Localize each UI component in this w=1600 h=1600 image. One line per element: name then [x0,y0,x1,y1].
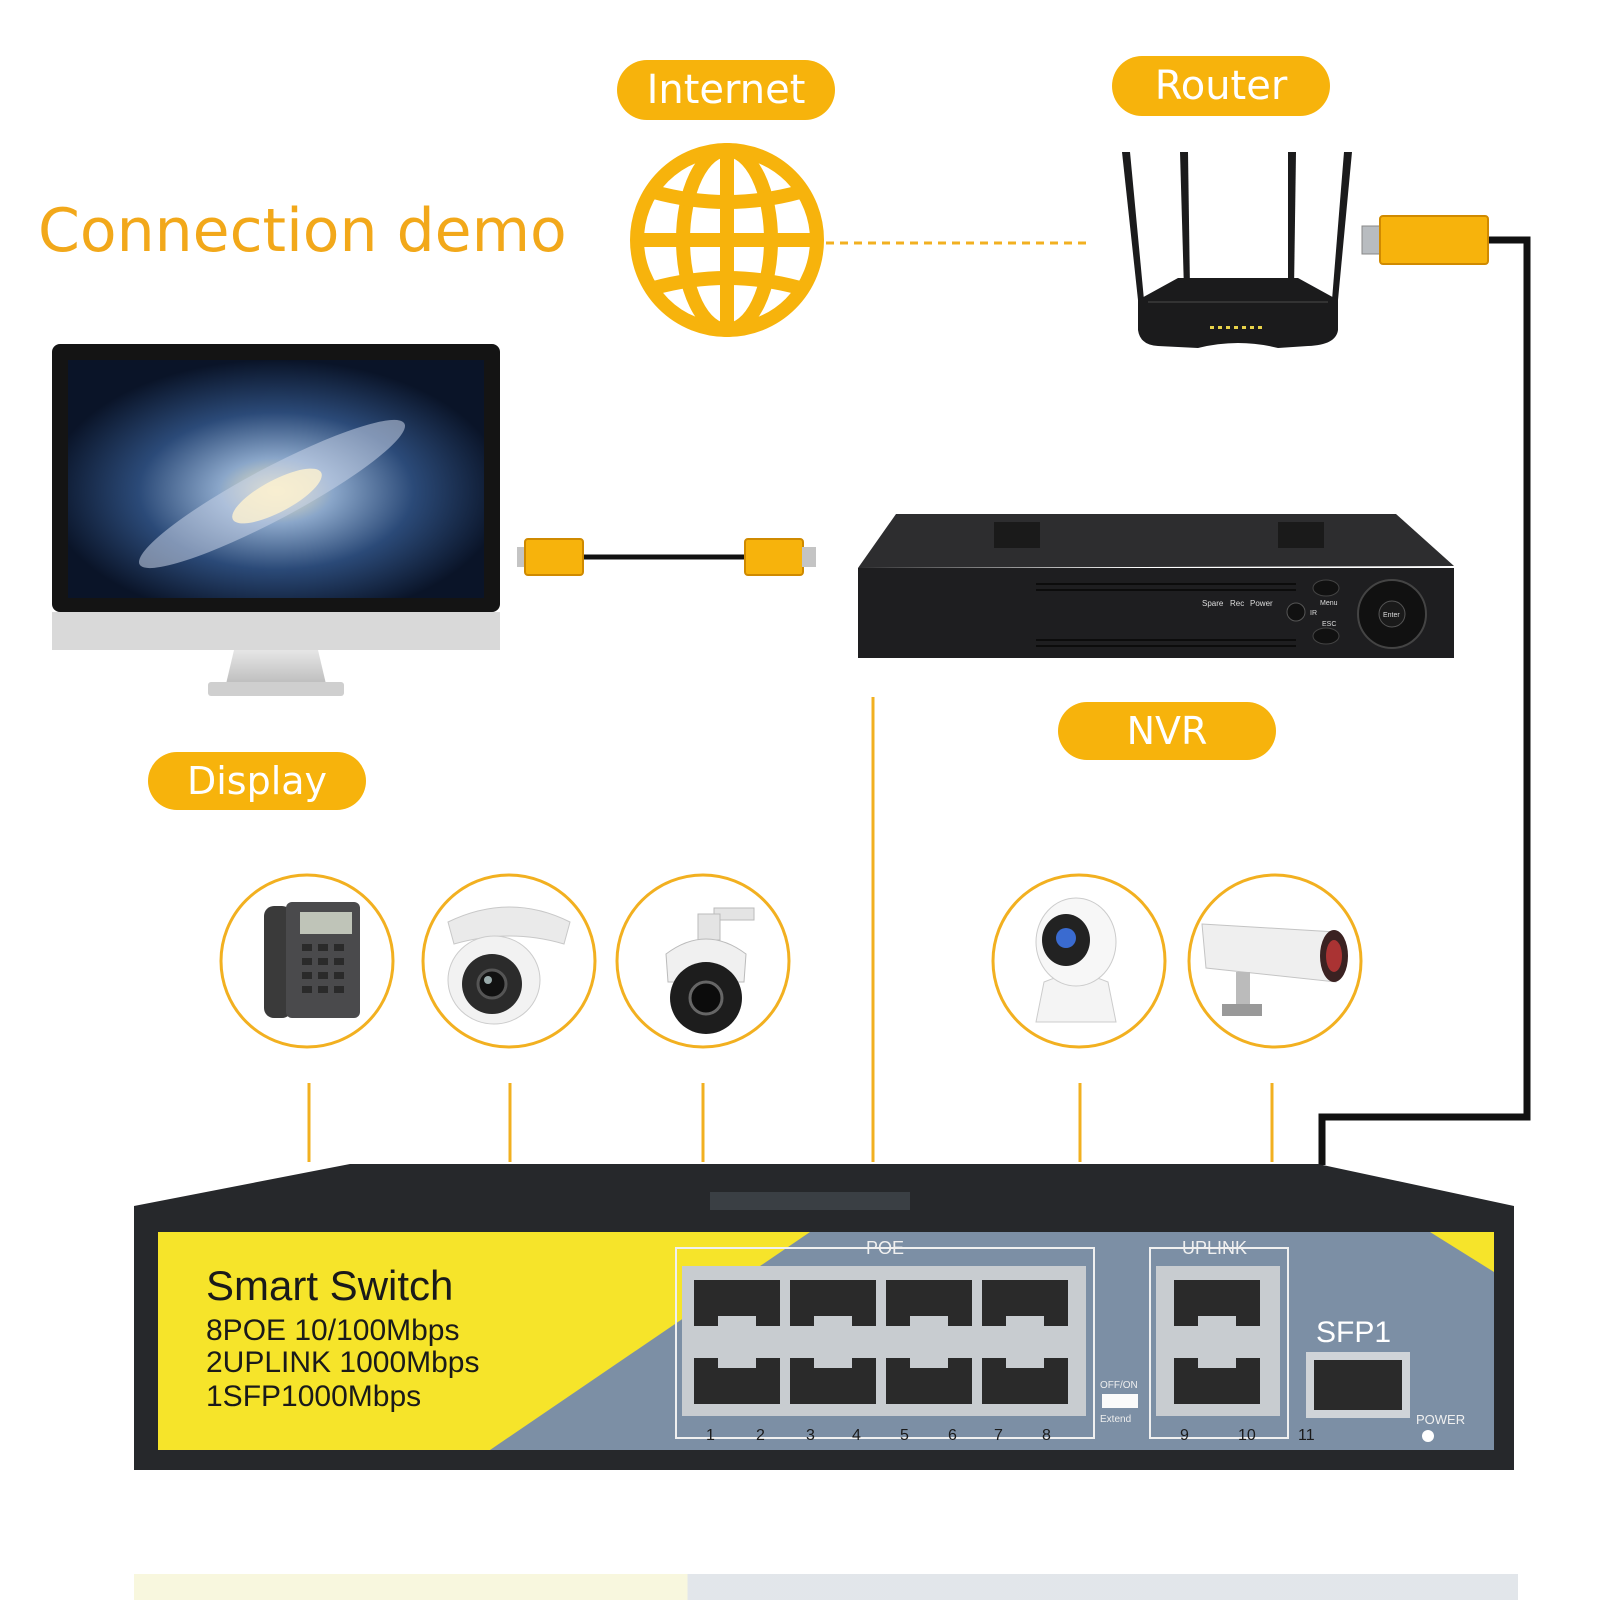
nvr-esc-label: ESC [1322,621,1336,628]
nvr-ir-label: IR [1310,610,1317,617]
diagram-title: Connection demo [38,196,567,266]
router-label: Router [1112,56,1330,116]
phone-icon [264,902,360,1018]
switch-spec-sfp: 1SFP1000Mbps [206,1380,421,1413]
power-led [1422,1430,1434,1442]
bullet-camera-icon [1201,923,1348,1016]
nvr-enter-label: Enter [1383,612,1400,619]
display-label: Display [148,752,366,810]
port-number-4: 4 [852,1427,861,1444]
port-number-7: 7 [994,1427,1003,1444]
home-camera-icon [1035,897,1117,1023]
display-cable-connector [517,538,584,576]
nvr-rec-label: Rec [1230,599,1244,608]
switch-spec-uplink: 2UPLINK 1000Mbps [206,1346,480,1379]
nvr-cable-connector [744,538,816,576]
switch-spec-poe: 8POE 10/100Mbps [206,1314,460,1347]
extend-bottom-label: Extend [1100,1414,1131,1425]
nvr-icon: Spare Rec Power IR Menu ESC Enter [858,514,1454,658]
ptz-camera-device [615,873,791,1049]
router-icon [1122,152,1352,348]
nvr-spare-label: Spare [1202,599,1224,608]
port-number-11: 11 [1298,1427,1315,1444]
port-number-8: 8 [1042,1427,1051,1444]
switch-reflection [134,1574,1518,1600]
monitor-icon [52,344,500,696]
phone-device [219,873,395,1049]
port-number-5: 5 [900,1427,909,1444]
port-number-10: 10 [1238,1427,1256,1444]
nvr-menu-label: Menu [1320,600,1338,607]
internet-label: Internet [617,60,835,120]
extend-top-label: OFF/ON [1100,1380,1138,1391]
router-cable-connector [1361,215,1489,265]
nvr-label: NVR [1058,702,1276,760]
sfp-label: SFP1 [1316,1316,1391,1349]
port-number-6: 6 [948,1427,957,1444]
bullet-camera-device [1187,873,1363,1049]
home-camera-device [991,873,1167,1049]
dome-camera-device [421,873,597,1049]
globe-icon [630,143,824,337]
port-number-2: 2 [756,1427,765,1444]
port-number-1: 1 [706,1427,715,1444]
extend-toggle[interactable] [1102,1394,1138,1408]
port-number-9: 9 [1180,1427,1189,1444]
port-number-3: 3 [806,1427,815,1444]
uplink-label: UPLINK [1182,1238,1247,1258]
poe-label: POE [866,1238,904,1258]
nvr-power-label: Power [1250,599,1273,608]
dome-camera-icon [447,906,571,1025]
power-label: POWER [1416,1412,1465,1427]
router-switch-cable [1318,236,1531,1165]
smart-switch: Smart Switch 8POE 10/100Mbps 2UPLINK 100… [134,1164,1514,1470]
switch-name: Smart Switch [206,1262,453,1309]
ptz-camera-icon [665,907,755,1034]
